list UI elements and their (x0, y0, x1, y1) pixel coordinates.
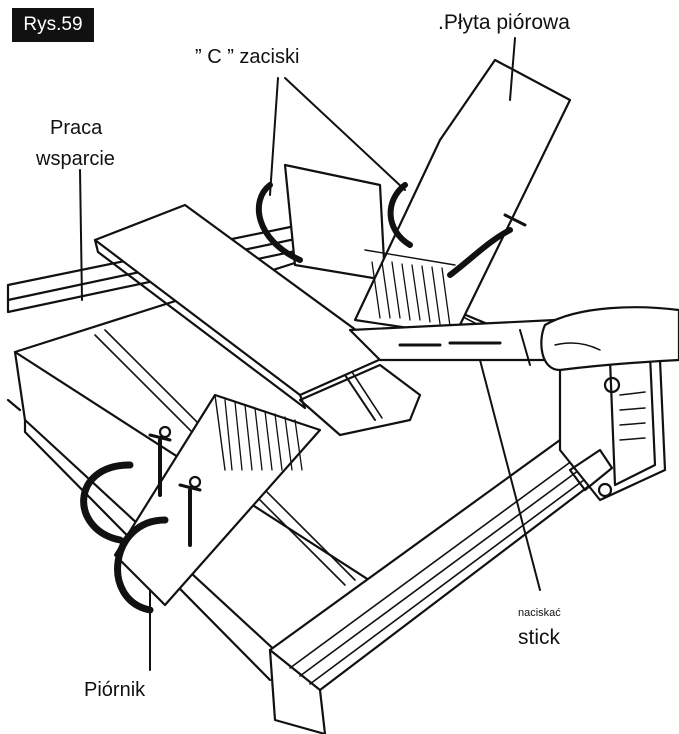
work-support-label-line2: wsparcie (36, 148, 115, 170)
hand (540, 306, 679, 372)
lower-c-clamps (80, 425, 202, 614)
c-clamps-label: ” C ” zaciski (195, 46, 300, 68)
work-support-label-line1: Praca (50, 117, 103, 139)
feather-board-label: .Płyta piórowa (438, 11, 570, 34)
upper-c-clamps (255, 182, 527, 278)
figure-label: Rys.59 (12, 8, 94, 42)
upper-feather-board (353, 58, 572, 337)
feather-label: Piórnik (84, 679, 146, 701)
rip-fence (268, 438, 612, 734)
lower-feather-board (113, 393, 322, 607)
push-stick-label-line1: naciskać (518, 607, 561, 619)
push-stick-label-line2: stick (518, 626, 560, 649)
leader-lines (79, 37, 541, 671)
